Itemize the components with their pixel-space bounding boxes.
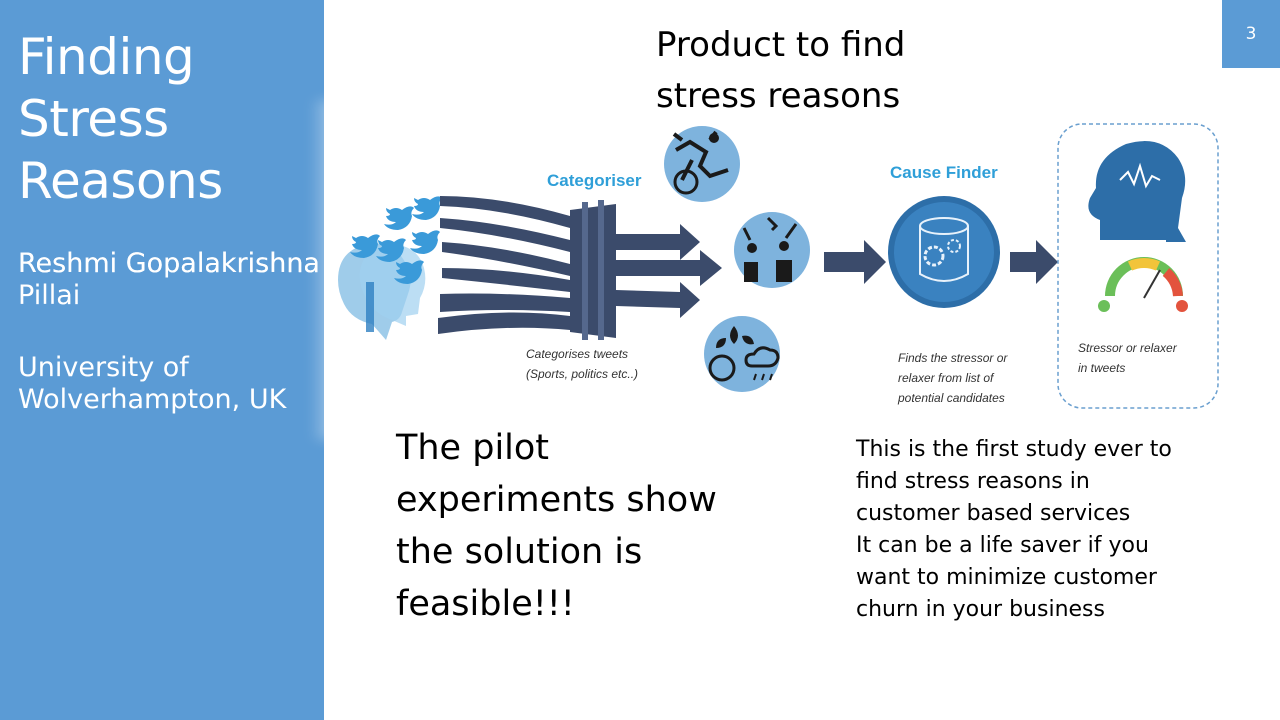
title-line: Reasons [18, 152, 223, 210]
sidebar-glow [310, 100, 324, 440]
note-line: churn in your business [856, 597, 1105, 622]
categoriser-caption-line: Categorises tweets [526, 347, 628, 361]
result-caption-line: in tweets [1078, 361, 1125, 375]
database-gear-icon [888, 196, 1000, 308]
result-box [1057, 123, 1219, 409]
note-line: It can be a life saver if you [856, 533, 1149, 558]
cause-finder-caption-line: Finds the stressor or [898, 351, 1008, 365]
result-caption: Stressor or relaxer in tweets [1078, 341, 1180, 375]
twitter-birds-icon [350, 196, 442, 284]
categoriser-arrows [616, 224, 722, 318]
weather-icon [704, 316, 780, 392]
pilot-line: the solution is [396, 532, 643, 572]
categoriser-caption: Categorises tweets (Sports, politics etc… [526, 347, 638, 381]
heading-line: stress reasons [656, 76, 901, 116]
title-sidebar: Finding Stress Reasons University of Wol… [0, 0, 324, 720]
study-note: This is the first study ever to find str… [856, 434, 1216, 626]
slide-number-badge: 3 [1222, 0, 1280, 68]
pilot-statement: The pilot experiments show the solution … [396, 422, 736, 630]
categoriser-caption-line: (Sports, politics etc..) [526, 367, 638, 381]
slide-number: 3 [1245, 24, 1257, 44]
cause-finder-caption-line: relaxer from list of [898, 371, 995, 385]
cause-finder-caption-line: potential candidates [897, 391, 1005, 405]
title-line: Finding [18, 28, 195, 86]
pilot-line: experiments show [396, 480, 717, 520]
note-line: customer based services [856, 501, 1131, 526]
politics-icon [734, 212, 810, 288]
affiliation-line: University of [18, 352, 189, 383]
sports-icon [664, 126, 740, 202]
affiliation-line: Wolverhampton, UK [18, 384, 287, 415]
stress-gauge-icon [1098, 257, 1188, 312]
title-line: Stress [18, 90, 169, 148]
note-line: This is the first study ever to [856, 437, 1172, 462]
cause-finder-caption: Finds the stressor or relaxer from list … [897, 351, 1011, 405]
funnel-streams [438, 196, 570, 334]
affiliation: University of Wolverhampton, UK [18, 352, 318, 416]
product-heading: Product to find stress reasons [656, 20, 956, 122]
author-line: Reshmi Gopalakrishna [18, 248, 320, 279]
brain-head-icon [1088, 141, 1186, 242]
cause-finder-label: Cause Finder [890, 163, 998, 182]
pilot-line: feasible!!! [396, 584, 575, 624]
author-line: Pillai [18, 280, 81, 311]
arrow-to-cause-finder [824, 240, 886, 284]
categoriser-label: Categoriser [547, 171, 642, 190]
note-line: want to minimize customer [856, 565, 1157, 590]
note-line: find stress reasons in [856, 469, 1090, 494]
pilot-line: The pilot [396, 428, 550, 468]
pipeline-diagram: Categoriser Categorises tweets (Sports, … [338, 123, 1219, 409]
slide-title: Finding Stress Reasons [18, 26, 318, 212]
result-caption-line: Stressor or relaxer [1078, 341, 1178, 355]
arrow-to-result [1010, 240, 1058, 284]
heading-line: Product to find [656, 25, 906, 65]
categoriser-block [570, 200, 616, 340]
author-name: Reshmi Gopalakrishna Pillai [18, 248, 438, 312]
